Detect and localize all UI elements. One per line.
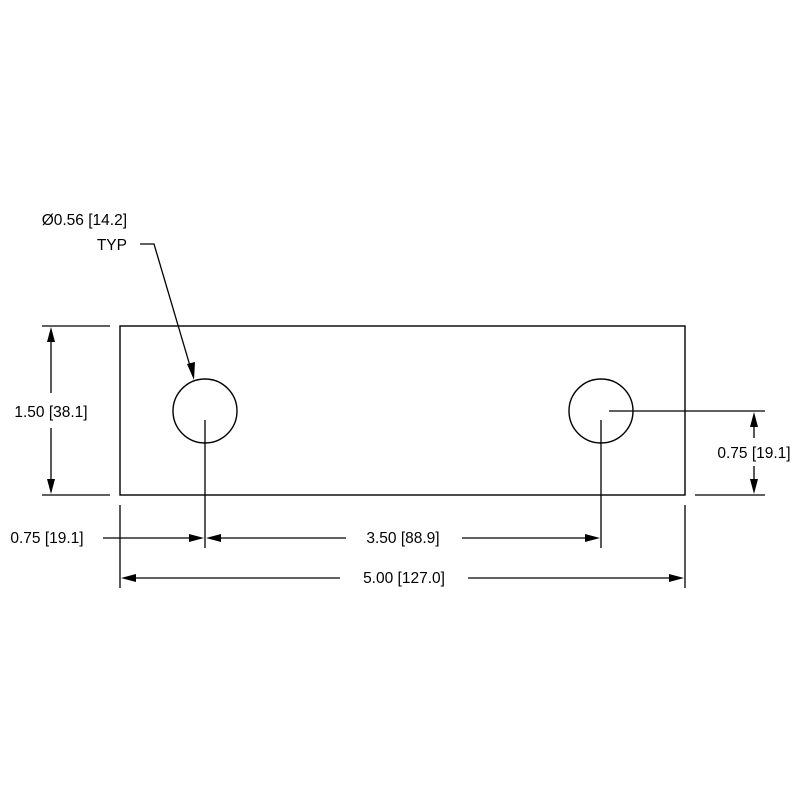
- hole-height-dimension-label: 0.75 [19.1]: [717, 445, 790, 462]
- hole-spacing-dimension: 3.50 [88.9]: [206, 530, 600, 547]
- height-dimension: 1.50 [38.1]: [14, 325, 110, 496]
- height-dimension-label: 1.50 [38.1]: [14, 404, 87, 421]
- diameter-leader: Ø0.56 [14.2] TYP: [42, 212, 195, 380]
- hole-spacing-dimension-label: 3.50 [88.9]: [366, 530, 439, 547]
- overall-length-dimension: 5.00 [127.0]: [121, 570, 684, 587]
- overall-length-dimension-label: 5.00 [127.0]: [363, 570, 445, 587]
- typ-label: TYP: [97, 237, 127, 254]
- hole-height-dimension: 0.75 [19.1]: [695, 412, 791, 496]
- diameter-callout: Ø0.56 [14.2]: [42, 212, 127, 229]
- hole-offset-dimension-label: 0.75 [19.1]: [10, 530, 83, 547]
- hole-offset-dimension: 0.75 [19.1]: [10, 530, 204, 547]
